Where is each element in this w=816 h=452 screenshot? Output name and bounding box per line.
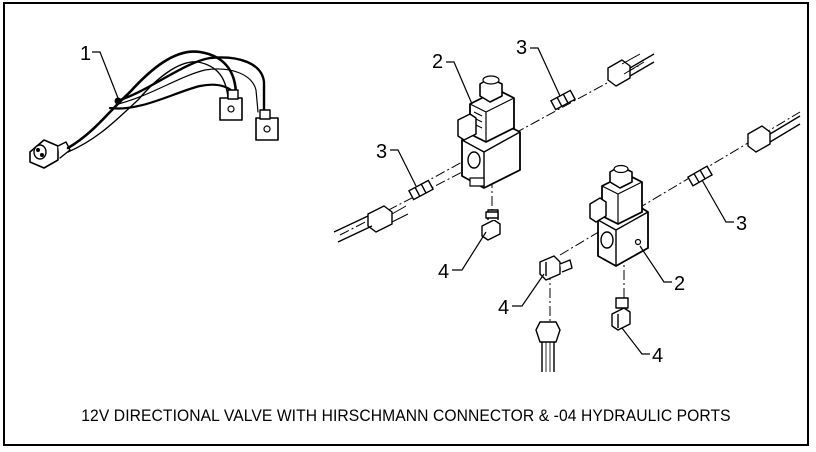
callout-3-right: 3 — [736, 213, 747, 235]
hydraulic-hoses — [333, 53, 801, 372]
elbow-fittings — [481, 209, 631, 331]
callout-2-upper: 2 — [432, 51, 443, 73]
harness-connector-a — [219, 89, 243, 121]
directional-valve-a — [457, 75, 521, 189]
hose-bottom — [535, 321, 561, 372]
elbow-4c — [611, 297, 631, 331]
centre-lines — [339, 64, 801, 322]
drawing-frame — [3, 2, 809, 446]
harness-connector-b — [255, 109, 279, 141]
elbow-4b — [539, 255, 573, 281]
diagram-caption: 12V DIRECTIONAL VALVE WITH HIRSCHMANN CO… — [81, 406, 731, 425]
callout-1: 1 — [80, 43, 91, 65]
callout-numbers: 1 2 3 3 3 2 4 4 4 — [80, 37, 747, 367]
straight-fittings — [407, 89, 713, 201]
fitting-3b — [407, 179, 435, 201]
callout-2-lower: 2 — [674, 273, 685, 295]
harness-plug — [29, 139, 71, 169]
callout-4-left: 4 — [438, 261, 449, 283]
directional-valve-b — [589, 164, 649, 267]
elbow-4a — [481, 209, 501, 241]
leader-lines — [92, 47, 734, 355]
wiring-harness — [29, 50, 279, 169]
fitting-3c — [687, 165, 713, 187]
fitting-3a — [549, 89, 577, 111]
hose-left — [333, 205, 409, 243]
hose-upper — [607, 53, 655, 87]
hose-right — [747, 115, 801, 153]
callout-4-bottom: 4 — [652, 345, 663, 367]
callout-3-left: 3 — [376, 141, 387, 163]
callout-4-middle: 4 — [498, 297, 509, 319]
callout-3-top: 3 — [516, 37, 527, 59]
